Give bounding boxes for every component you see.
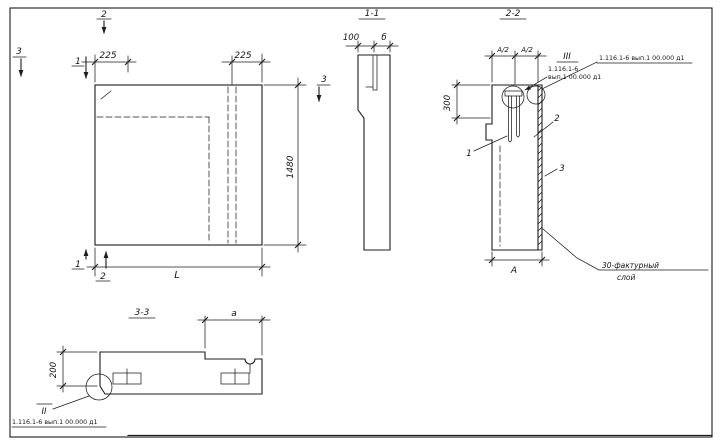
cut-label-3-left: 3: [16, 47, 22, 57]
section-1-1-outline: [357, 54, 391, 251]
detail-ref-note-2: 1.116.1-6 вып.1 00.000 д1: [12, 419, 98, 426]
dim-a-width: a: [231, 309, 237, 319]
detail-ref-note: 1.116.1-6 вып.1 00.000 д1: [599, 55, 685, 62]
hidden-edge-lines: [96, 86, 237, 244]
note-arrowhead-icon: [525, 85, 531, 90]
panel-outline: [94, 84, 263, 246]
section-2-2-outline: [485, 84, 539, 251]
section-1-1-dimensions: [345, 40, 399, 53]
dim-1480-height: 1480: [286, 155, 296, 178]
textured-layer-outline: [537, 84, 543, 251]
section-cut-markers: [12, 18, 331, 282]
dim-a-half-left: A/2: [496, 46, 509, 54]
section-2-2-dimensions: [451, 50, 550, 267]
leader-lines: [473, 61, 709, 271]
section-2-2-view: 2-2 A/2 A/2 300 A 1: [443, 9, 709, 282]
textured-layer-hatch: [537, 86, 543, 246]
detail-marker-ii: II: [41, 407, 47, 417]
detail-note-line2: вып.1 00.000 д1: [548, 74, 601, 81]
dim-200: 200: [49, 362, 59, 378]
detail-circle-left: [501, 85, 525, 109]
cut-label-1-bottom: 1: [75, 260, 81, 270]
dim-100: 100: [343, 33, 359, 43]
part-label-1: 1: [466, 149, 471, 159]
anchor-plate: [504, 90, 523, 97]
detail-circle-ii: [85, 373, 113, 401]
cut-1-top-arrowhead-icon: [83, 72, 89, 79]
drawing-border: [9, 7, 713, 438]
anchor-right-pin: [234, 363, 251, 385]
cut-label-1-top: 1: [75, 57, 81, 67]
detail-marker-iii: III: [563, 52, 571, 62]
cut-1-bottom-arrowhead-icon: [83, 249, 89, 256]
layer-callout-line2: слой: [617, 273, 636, 282]
part-label-3: 3: [559, 164, 564, 174]
section-1-1-view: 1-1 100 б: [343, 9, 399, 251]
dim-A-width: A: [510, 266, 517, 276]
detail-circle-right: [526, 85, 546, 105]
main-view: 2 1 3 3 1 2 225 225 1480 L: [12, 10, 331, 282]
cut-label-2-bottom: 2: [100, 272, 106, 282]
lifting-loops: [508, 95, 520, 143]
part-label-2: 2: [554, 114, 559, 124]
cut-3-left-arrowhead-icon: [18, 70, 24, 77]
joint-groove: [365, 55, 378, 91]
section-3-3-outline: [99, 351, 263, 395]
main-extension-lines: [94, 53, 307, 277]
chamfer-mark: [100, 90, 112, 100]
cut-2-bottom-arrowhead-icon: [103, 251, 109, 258]
main-dimension-lines: [81, 58, 302, 271]
dim-L-length: L: [174, 270, 180, 281]
cut-2-top-arrowhead-icon: [101, 27, 107, 34]
section-3-3-title: 3-3: [135, 308, 150, 318]
layer-callout-line1: 30-фактурный: [602, 261, 659, 270]
dim-thickness-b: б: [381, 33, 386, 43]
sheet-frame: [9, 7, 713, 438]
detail-ii-leader: [11, 395, 107, 428]
section-3-3-dimensions: [56, 315, 271, 393]
cut-label-2-top: 2: [101, 10, 107, 20]
dim-a-half-right: A/2: [520, 46, 533, 54]
section-1-1-title: 1-1: [365, 9, 380, 19]
section-3-3-view: 3-3 a 200 II 1.116.1-6 вып.1 00.000 д1: [11, 308, 271, 428]
cut-3-right-arrowhead-icon: [316, 95, 322, 102]
dim-300: 300: [443, 95, 453, 111]
dim-225-right: 225: [234, 51, 251, 61]
dim-225-left: 225: [99, 51, 116, 61]
cut-label-3-right: 3: [321, 75, 327, 85]
section-2-2-title: 2-2: [506, 9, 521, 19]
detail-note-line1: 1.116.1-6: [548, 66, 578, 73]
